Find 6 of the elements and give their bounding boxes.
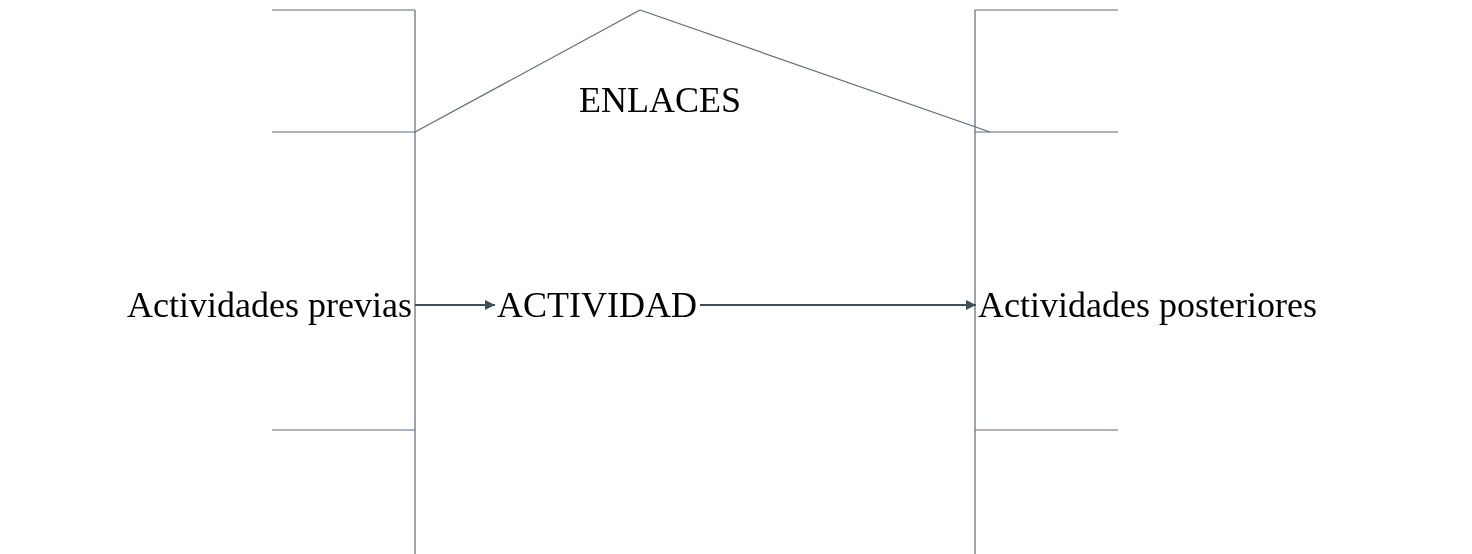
- arrow: [414, 300, 496, 310]
- arrow: [698, 300, 977, 310]
- activity-label: ACTIVIDAD: [497, 283, 697, 327]
- input-label: Actividades previas: [127, 283, 412, 327]
- output-label: Actividades posteriores: [978, 283, 1317, 327]
- roof-label: ENLACES: [579, 78, 741, 122]
